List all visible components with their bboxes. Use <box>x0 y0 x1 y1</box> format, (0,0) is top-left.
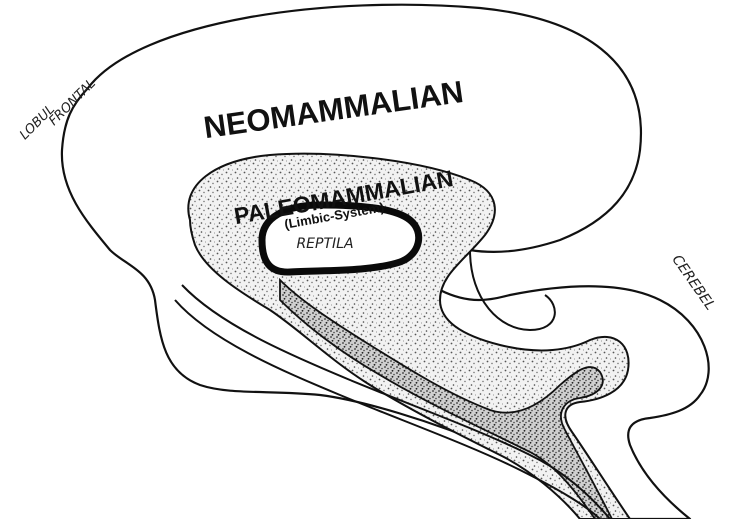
cerebellum-label: CEREBEL <box>669 252 719 313</box>
reptilian-label: REPTILA <box>296 236 353 252</box>
